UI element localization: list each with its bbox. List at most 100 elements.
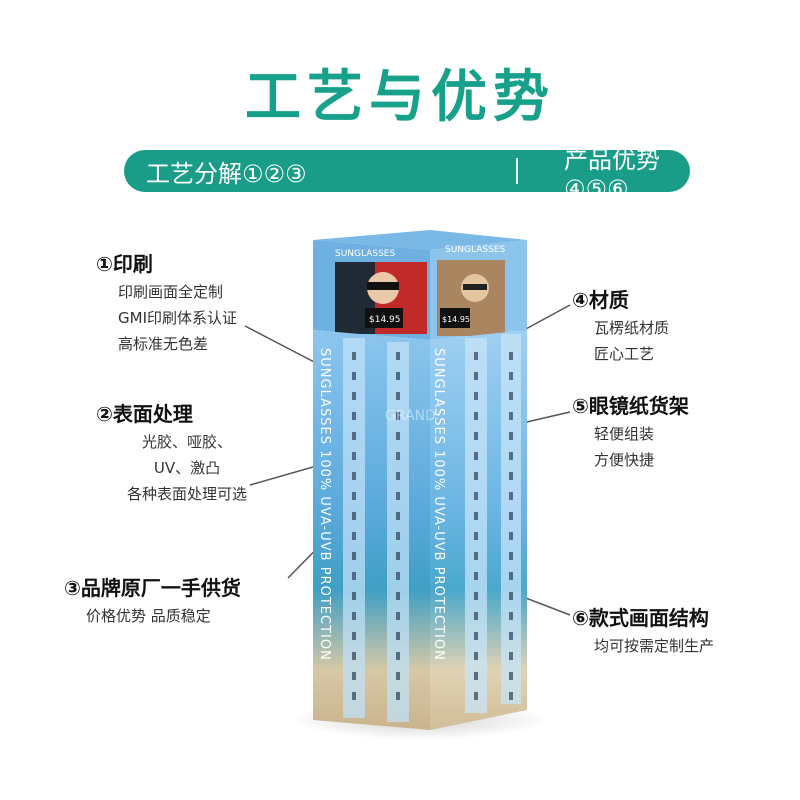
rack-slot xyxy=(396,652,400,660)
feature-head: ①印刷 xyxy=(96,252,153,276)
side-text-right: SUNGLASSES 100% UVA-UVB PROTECTION xyxy=(431,348,446,661)
rack-slot xyxy=(396,552,400,560)
feature-line: 均可按需定制生产 xyxy=(594,637,715,655)
rack-slot xyxy=(509,352,513,360)
rack-slot xyxy=(396,452,400,460)
rack-slot xyxy=(352,512,356,520)
rack-slot xyxy=(509,512,513,520)
rack-slot xyxy=(509,392,513,400)
rack-slot xyxy=(474,552,478,560)
rack-slot xyxy=(396,512,400,520)
rack-slot xyxy=(509,472,513,480)
feature-line: 各种表面处理可选 xyxy=(126,485,247,503)
feature-custom-design: ⑥款式画面结构 均可按需定制生产 xyxy=(572,602,714,659)
price-tag-left xyxy=(365,308,403,328)
feature-line: 价格优势 品质稳定 xyxy=(86,607,211,625)
rack-slot xyxy=(509,492,513,500)
rack-slot xyxy=(396,432,400,440)
rack-slot xyxy=(352,412,356,420)
rack-slot xyxy=(352,632,356,640)
rack-slot xyxy=(509,452,513,460)
rack-slot xyxy=(474,692,478,700)
feature-head: ③品牌原厂一手供货 xyxy=(64,576,241,600)
side-text-left: SUNGLASSES 100% UVA-UVB PROTECTION xyxy=(317,348,332,661)
rack-slot xyxy=(509,532,513,540)
rack-slot xyxy=(352,552,356,560)
rack-slot xyxy=(396,692,400,700)
header-left-text: SUNGLASSES xyxy=(335,249,395,259)
rack-slot xyxy=(509,612,513,620)
feature-line: 匠心工艺 xyxy=(594,345,655,363)
rack-slot xyxy=(474,372,478,380)
rack-slot xyxy=(474,652,478,660)
banner-divider xyxy=(516,158,518,184)
banner-left-label: 工艺分解①②③ xyxy=(146,159,307,188)
rack-slot xyxy=(474,592,478,600)
rack-slot xyxy=(474,492,478,500)
rack-slot xyxy=(509,432,513,440)
rack-slot xyxy=(396,352,400,360)
rack-slot xyxy=(352,372,356,380)
feature-material: ④材质 瓦楞纸材质 匠心工艺 xyxy=(572,284,669,367)
section-banner: 工艺分解①②③ 产品优势④⑤⑥ xyxy=(124,146,690,203)
page-title: 工艺与优势 xyxy=(245,65,555,130)
rack-slot xyxy=(352,692,356,700)
rack-slot xyxy=(396,632,400,640)
feature-line: GMI印刷体系认证 xyxy=(118,309,237,327)
rack-slot xyxy=(474,432,478,440)
rack-slot xyxy=(509,632,513,640)
header-right-text: SUNGLASSES xyxy=(445,245,505,255)
rack-slot xyxy=(396,412,400,420)
feature-line: 轻便组装 xyxy=(594,425,655,443)
rack-slot xyxy=(396,612,400,620)
rack-slot xyxy=(352,472,356,480)
price-right-text: $14.95 xyxy=(442,315,470,324)
feature-line: 方便快捷 xyxy=(594,451,655,469)
feature-printing: ①印刷 印刷画面全定制 GMI印刷体系认证 高标准无色差 xyxy=(96,248,237,357)
rack-slot xyxy=(352,672,356,680)
feature-line: 光胶、哑胶、 xyxy=(141,433,232,451)
rack-slot xyxy=(352,532,356,540)
rack-slot xyxy=(474,612,478,620)
rack-slot xyxy=(474,392,478,400)
rack-slot xyxy=(509,412,513,420)
rack-slot xyxy=(352,592,356,600)
price-left-text: $14.95 xyxy=(369,315,401,325)
watermark-text: GRAND xyxy=(385,408,436,424)
feature-head: ⑥款式画面结构 xyxy=(572,606,709,630)
rack-slot xyxy=(396,492,400,500)
rack-slot xyxy=(352,572,356,580)
rack-slots xyxy=(352,352,513,700)
rack-slot xyxy=(352,352,356,360)
rack-slot xyxy=(474,512,478,520)
rack-slot xyxy=(509,672,513,680)
rack-slot xyxy=(474,412,478,420)
feature-line: 瓦楞纸材质 xyxy=(594,319,670,337)
display-stand-image: SUNGLASSES SUNGLASSES $14.95 $14.95 SUNG… xyxy=(313,230,527,730)
rack-slot xyxy=(474,632,478,640)
feature-head: ⑤眼镜纸货架 xyxy=(572,394,689,418)
rack-slot xyxy=(396,572,400,580)
feature-line: 印刷画面全定制 xyxy=(118,283,224,301)
rack-slot xyxy=(509,592,513,600)
rack-slot xyxy=(396,672,400,680)
rack-slot xyxy=(509,692,513,700)
rack-slot xyxy=(352,452,356,460)
rack-slot xyxy=(396,392,400,400)
feature-head: ④材质 xyxy=(572,288,629,312)
feature-head: ②表面处理 xyxy=(96,402,193,426)
feature-line: UV、激凸 xyxy=(153,459,221,477)
rack-slot xyxy=(474,672,478,680)
rack-panel xyxy=(343,338,365,718)
feature-glasses-rack: ⑤眼镜纸货架 轻便组装 方便快捷 xyxy=(572,390,689,473)
rack-slot xyxy=(474,572,478,580)
rack-slot xyxy=(352,652,356,660)
rack-slot xyxy=(396,472,400,480)
rack-slot xyxy=(352,432,356,440)
rack-slot xyxy=(396,532,400,540)
rack-slot xyxy=(474,472,478,480)
rack-slot xyxy=(474,452,478,460)
rack-slot xyxy=(509,372,513,380)
rack-panel xyxy=(465,338,487,713)
rack-slot xyxy=(509,552,513,560)
